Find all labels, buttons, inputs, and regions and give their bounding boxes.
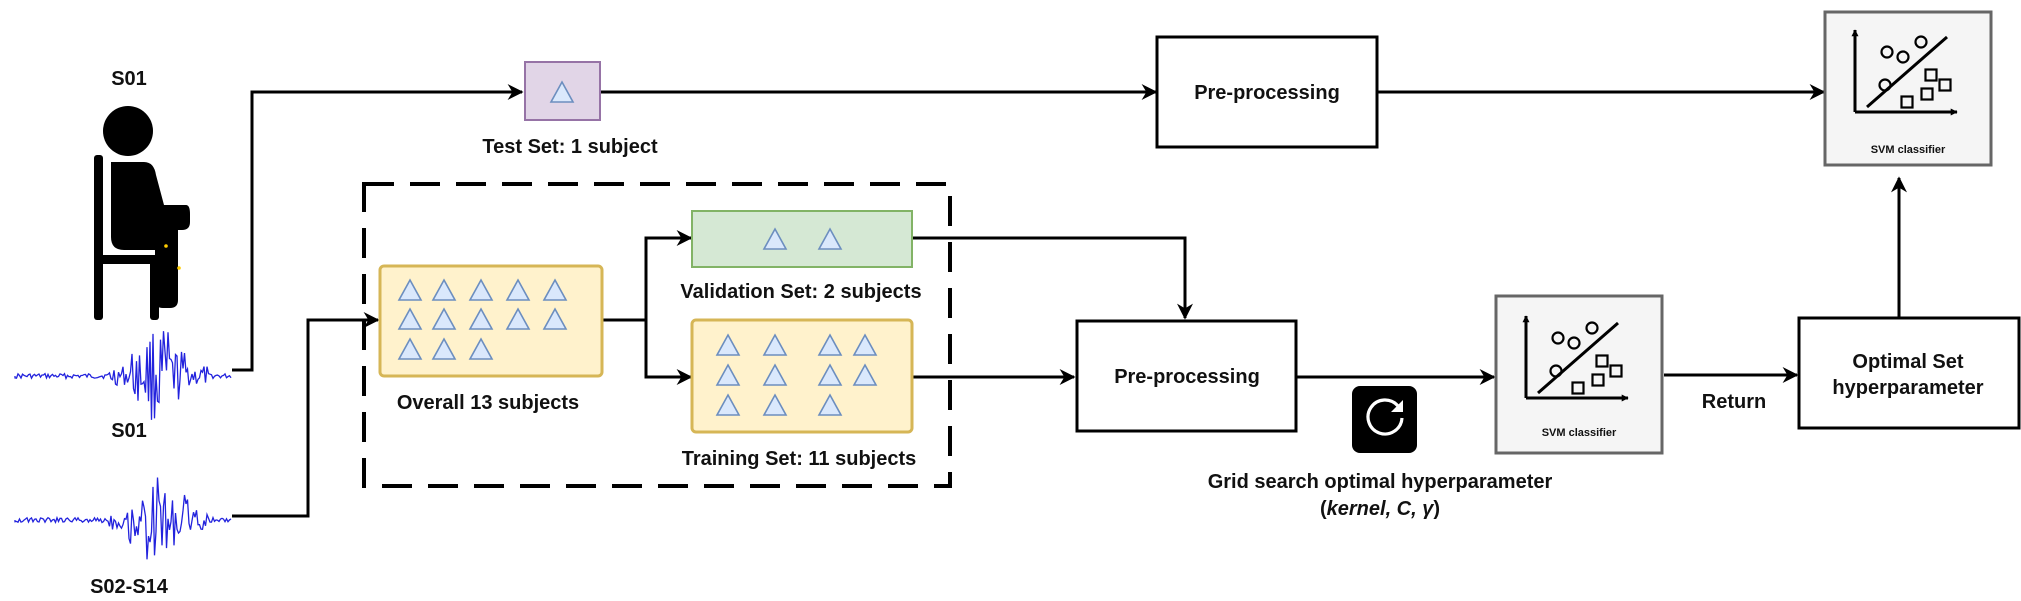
subjects-label-rest: S02-S14 bbox=[90, 576, 169, 598]
test-set-label: Test Set: 1 subject bbox=[482, 136, 658, 158]
optimal-set-label-line1: Optimal Set bbox=[1852, 351, 1963, 373]
scatter-plot-icon bbox=[1851, 29, 1958, 116]
validation-set-label: Validation Set: 2 subjects bbox=[680, 281, 921, 303]
training-set-label: Training Set: 11 subjects bbox=[682, 448, 917, 470]
grid-search-open-paren: ( bbox=[1320, 498, 1327, 520]
eeg-signal-icon bbox=[14, 331, 232, 560]
arrow-validation-to-preprocessing bbox=[913, 236, 1193, 320]
svm-label-top: SVM classifier bbox=[1871, 144, 1946, 156]
grid-search-params: (kernel, C, γ) bbox=[1320, 498, 1440, 520]
preprocessing-label-mid: Pre-processing bbox=[1114, 366, 1260, 388]
triangle-icon bbox=[542, 278, 568, 301]
triangle-icon bbox=[468, 307, 494, 330]
triangle-icon bbox=[397, 337, 423, 360]
triangle-icon bbox=[549, 80, 575, 103]
optimal-set-box bbox=[1797, 316, 2021, 430]
person-sitting-icon bbox=[94, 106, 190, 320]
preprocessing-box-top bbox=[1155, 35, 1379, 149]
grid-search-label: Grid search optimal hyperparameter bbox=[1208, 471, 1553, 493]
triangle-icon bbox=[505, 278, 531, 301]
test-set-triangles bbox=[549, 80, 575, 103]
overall-label: Overall 13 subjects bbox=[397, 392, 579, 414]
preprocessing-label-top: Pre-processing bbox=[1194, 82, 1340, 104]
svm-classifier-mid: SVM classifier bbox=[1494, 294, 1664, 455]
triangle-icon bbox=[505, 307, 531, 330]
eeg-signal-bottom bbox=[14, 477, 232, 560]
triangle-icon bbox=[397, 278, 423, 301]
triangle-icon bbox=[817, 363, 843, 386]
grid-search-close-paren: ) bbox=[1433, 498, 1440, 520]
validation-set-box bbox=[691, 210, 913, 268]
svm-classifier-top: SVM classifier bbox=[1823, 10, 1993, 167]
triangle-icon bbox=[431, 278, 457, 301]
connectors bbox=[232, 84, 1907, 518]
optimal-set-label-line2: hyperparameter bbox=[1832, 377, 1983, 399]
triangle-icon bbox=[715, 393, 741, 416]
triangle-icon bbox=[762, 333, 788, 356]
arrow-to-validation bbox=[644, 230, 693, 320]
triangle-icon bbox=[468, 278, 494, 301]
grid-search-param-list: kernel, C, γ bbox=[1327, 498, 1436, 520]
triangle-icon bbox=[468, 337, 494, 360]
triangle-icon bbox=[852, 333, 878, 356]
dataset-split-group bbox=[362, 182, 952, 488]
arrow-s02-to-overall bbox=[232, 312, 380, 518]
overall-triangles bbox=[397, 278, 568, 360]
triangle-icon bbox=[431, 307, 457, 330]
scatter-plot-icon bbox=[1522, 315, 1629, 402]
subject-label-bottom: S01 bbox=[111, 420, 147, 442]
triangle-icon bbox=[762, 393, 788, 416]
eeg-signal-top bbox=[14, 331, 232, 420]
triangle-icon bbox=[762, 227, 788, 250]
validation-set-triangles bbox=[762, 227, 843, 250]
triangle-icon bbox=[817, 333, 843, 356]
overall-box bbox=[378, 264, 604, 378]
triangle-icon bbox=[397, 307, 423, 330]
triangle-icon bbox=[542, 307, 568, 330]
svm-label-mid: SVM classifier bbox=[1542, 427, 1617, 439]
preprocessing-box-mid bbox=[1075, 319, 1298, 433]
subject-label-top: S01 bbox=[111, 68, 147, 90]
arrow-s01-to-test bbox=[232, 84, 524, 372]
training-set-triangles bbox=[715, 333, 878, 416]
triangle-icon bbox=[715, 333, 741, 356]
arrow-to-training bbox=[644, 320, 693, 385]
triangle-icon bbox=[817, 393, 843, 416]
triangle-icon bbox=[817, 227, 843, 250]
triangle-icon bbox=[431, 337, 457, 360]
refresh-icon bbox=[1352, 386, 1417, 453]
return-label: Return bbox=[1702, 391, 1766, 413]
triangle-icon bbox=[715, 363, 741, 386]
triangle-icon bbox=[762, 363, 788, 386]
triangle-icon bbox=[852, 363, 878, 386]
